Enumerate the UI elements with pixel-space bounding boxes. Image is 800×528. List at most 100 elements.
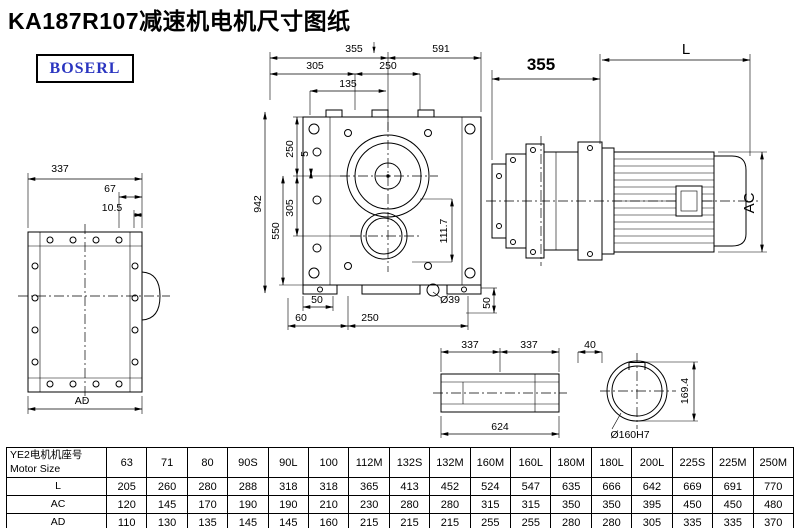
dim-250-left: 250 — [284, 140, 296, 158]
dim-value-cell: 130 — [146, 513, 188, 528]
dim-value-cell: 255 — [510, 513, 552, 528]
dim-value-cell: 350 — [550, 495, 592, 514]
dim-dia-160h7: Ø160H7 — [610, 429, 649, 441]
dim-591: 591 — [432, 43, 450, 55]
dim-value-cell: 280 — [590, 513, 633, 528]
dim-value-cell: 666 — [590, 477, 633, 496]
dim-value-cell: 205 — [105, 477, 148, 496]
motor-size-col-header: 90S — [227, 447, 269, 478]
dim-value-cell: 280 — [550, 513, 592, 528]
dim-550: 550 — [270, 222, 282, 240]
dim-value-cell: 395 — [631, 495, 673, 514]
motor-view-dimensions: 355 L AC — [491, 41, 767, 253]
dim-value-cell: 160 — [308, 513, 350, 528]
dim-L: L — [682, 41, 690, 58]
motor-body — [613, 151, 715, 253]
motor-size-col-header: 225S — [671, 447, 714, 478]
dim-value-cell: 260 — [146, 477, 188, 496]
table-corner-header-en: Motor Size — [10, 462, 61, 475]
dim-value-cell: 170 — [186, 495, 229, 514]
bore-160h7-circle — [611, 365, 663, 417]
dim-value-cell: 280 — [186, 477, 229, 496]
bore-view-dimensions: 40 169.4 Ø160H7 — [577, 339, 698, 441]
dim-dia-39: Ø39 — [440, 294, 460, 306]
dim-value-cell: 524 — [469, 477, 512, 496]
fan-cover — [714, 155, 747, 247]
dim-value-cell: 413 — [388, 477, 431, 496]
dim-value-cell: 318 — [308, 477, 350, 496]
dim-169-4: 169.4 — [679, 378, 691, 404]
dim-value-cell: 635 — [550, 477, 592, 496]
dim-337-left-view: 337 — [51, 163, 69, 175]
dim-value-cell: 547 — [510, 477, 552, 496]
dim-50-bottom-right: 50 — [481, 297, 493, 309]
dim-value-cell: 770 — [752, 477, 794, 496]
dim-value-cell: 315 — [469, 495, 512, 514]
left-side-view — [18, 224, 170, 402]
motor-size-col-header: 132M — [429, 447, 471, 478]
row-label: L — [6, 477, 107, 496]
dim-value-cell: 215 — [388, 513, 431, 528]
dim-355-motor: 355 — [527, 55, 555, 74]
brand-logo-text: BOSERL — [49, 59, 121, 77]
dim-355-top: 355 — [345, 43, 363, 55]
dim-value-cell: 190 — [267, 495, 310, 514]
front-view-dimensions: 355 591 305 250 135 250 5 305 550 — [252, 42, 497, 330]
motor-side-view — [486, 136, 758, 266]
bore-end-view — [600, 353, 676, 429]
dim-10-5: 10.5 — [102, 202, 123, 214]
dim-value-cell: 691 — [712, 477, 754, 496]
dim-value-cell: 669 — [671, 477, 714, 496]
dim-value-cell: 365 — [348, 477, 390, 496]
table-corner-header: YE2电机机座号 Motor Size — [6, 447, 107, 478]
dim-value-cell: 215 — [348, 513, 390, 528]
dim-value-cell: 210 — [308, 495, 350, 514]
front-view — [302, 109, 482, 297]
motor-size-col-header: 225M — [712, 447, 754, 478]
dim-250-top: 250 — [379, 60, 397, 72]
dim-value-cell: 350 — [590, 495, 633, 514]
motor-size-col-header: 112M — [348, 447, 390, 478]
motor-size-col-header: 250M — [752, 447, 794, 478]
hole-dia-39 — [426, 283, 440, 297]
dim-value-cell: 230 — [348, 495, 390, 514]
motor-nameplate — [675, 185, 703, 217]
dim-value-cell: 145 — [146, 495, 188, 514]
dim-305-top: 305 — [306, 60, 324, 72]
row-label: AD — [6, 513, 107, 528]
dim-value-cell: 452 — [429, 477, 471, 496]
dim-value-cell: 135 — [186, 513, 229, 528]
motor-size-col-header: 71 — [146, 447, 188, 478]
dim-value-cell: 480 — [752, 495, 794, 514]
dim-942: 942 — [252, 195, 264, 213]
dim-40: 40 — [584, 339, 596, 351]
dim-value-cell: 450 — [712, 495, 754, 514]
brand-logo: BOSERL — [36, 54, 134, 83]
dim-337-shaft-b: 337 — [520, 339, 538, 351]
dim-value-cell: 450 — [671, 495, 714, 514]
shaft-view-dimensions: 337 337 624 — [440, 339, 560, 438]
shaft-view — [433, 373, 567, 413]
motor-size-col-header: 90L — [267, 447, 310, 478]
dim-value-cell: 190 — [227, 495, 269, 514]
page-title: KA187R107减速机电机尺寸图纸 — [8, 8, 351, 34]
dim-value-cell: 145 — [227, 513, 269, 528]
dim-50-bottom-left: 50 — [311, 294, 323, 306]
motor-size-col-header: 160L — [510, 447, 552, 478]
dim-337-shaft-a: 337 — [461, 339, 479, 351]
dim-624: 624 — [491, 421, 509, 433]
table-corner-header-cn: YE2电机机座号 — [10, 449, 83, 462]
dim-value-cell: 288 — [227, 477, 269, 496]
dim-value-cell: 370 — [752, 513, 794, 528]
motor-size-col-header: 63 — [105, 447, 148, 478]
left-view-dimensions: 337 67 10.5 AD — [27, 163, 143, 414]
dim-value-cell: 335 — [671, 513, 714, 528]
dim-value-cell: 145 — [267, 513, 310, 528]
dim-value-cell: 215 — [429, 513, 471, 528]
motor-size-col-header: 160M — [469, 447, 512, 478]
motor-size-col-header: 180L — [590, 447, 633, 478]
